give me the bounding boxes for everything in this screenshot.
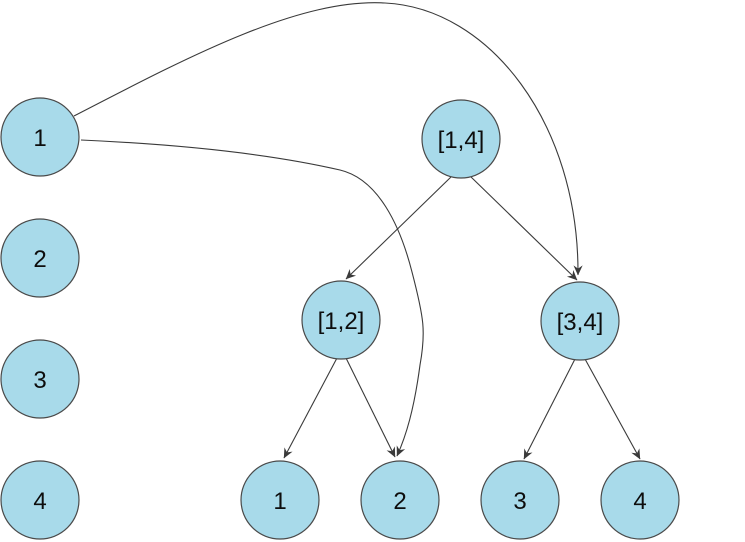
tree-leaf-2-label: 2 [393,488,406,515]
array-node-4-label: 4 [33,488,46,515]
edge-right-child-to-leaf-3 [523,358,576,460]
edge-right-child-to-leaf-4 [584,358,641,460]
edges-layer [73,2,641,460]
edge-left-child-to-leaf-2 [345,357,396,458]
curve-array-1-to-range-3-4 [73,2,583,276]
tree-node-range-1-4: [1,4] [421,99,501,179]
tree-leaf-4: 4 [600,460,680,540]
array-node-1: 1 [0,97,80,177]
array-node-2: 2 [0,218,80,298]
tree-node-range-3-4: [3,4] [540,281,620,361]
edge-root-to-right-child [469,175,578,281]
tree-node-range-1-2-label: [1,2] [318,308,365,335]
tree-leaf-3-label: 3 [513,488,526,515]
array-node-3-label: 3 [33,367,46,394]
tree-leaf-1: 1 [240,460,320,540]
segment-tree: [1,4] [1,2] [3,4] 1 2 3 4 [240,99,680,540]
array-node-2-label: 2 [33,246,46,273]
array-node-1-label: 1 [33,125,46,152]
array-node-3: 3 [0,339,80,419]
array-column: 1 2 3 4 [0,97,80,540]
tree-leaf-1-label: 1 [273,488,286,515]
curve-array-1-to-leaf-2 [80,139,424,457]
tree-leaf-4-label: 4 [633,488,646,515]
tree-node-range-1-4-label: [1,4] [438,127,485,154]
tree-node-range-3-4-label: [3,4] [557,309,604,336]
tree-leaf-2: 2 [360,460,440,540]
tree-leaf-3: 3 [480,460,560,540]
edge-left-child-to-leaf-1 [283,357,338,459]
tree-node-range-1-2: [1,2] [301,280,381,360]
array-node-4: 4 [0,460,80,540]
edge-root-to-left-child [345,175,453,280]
